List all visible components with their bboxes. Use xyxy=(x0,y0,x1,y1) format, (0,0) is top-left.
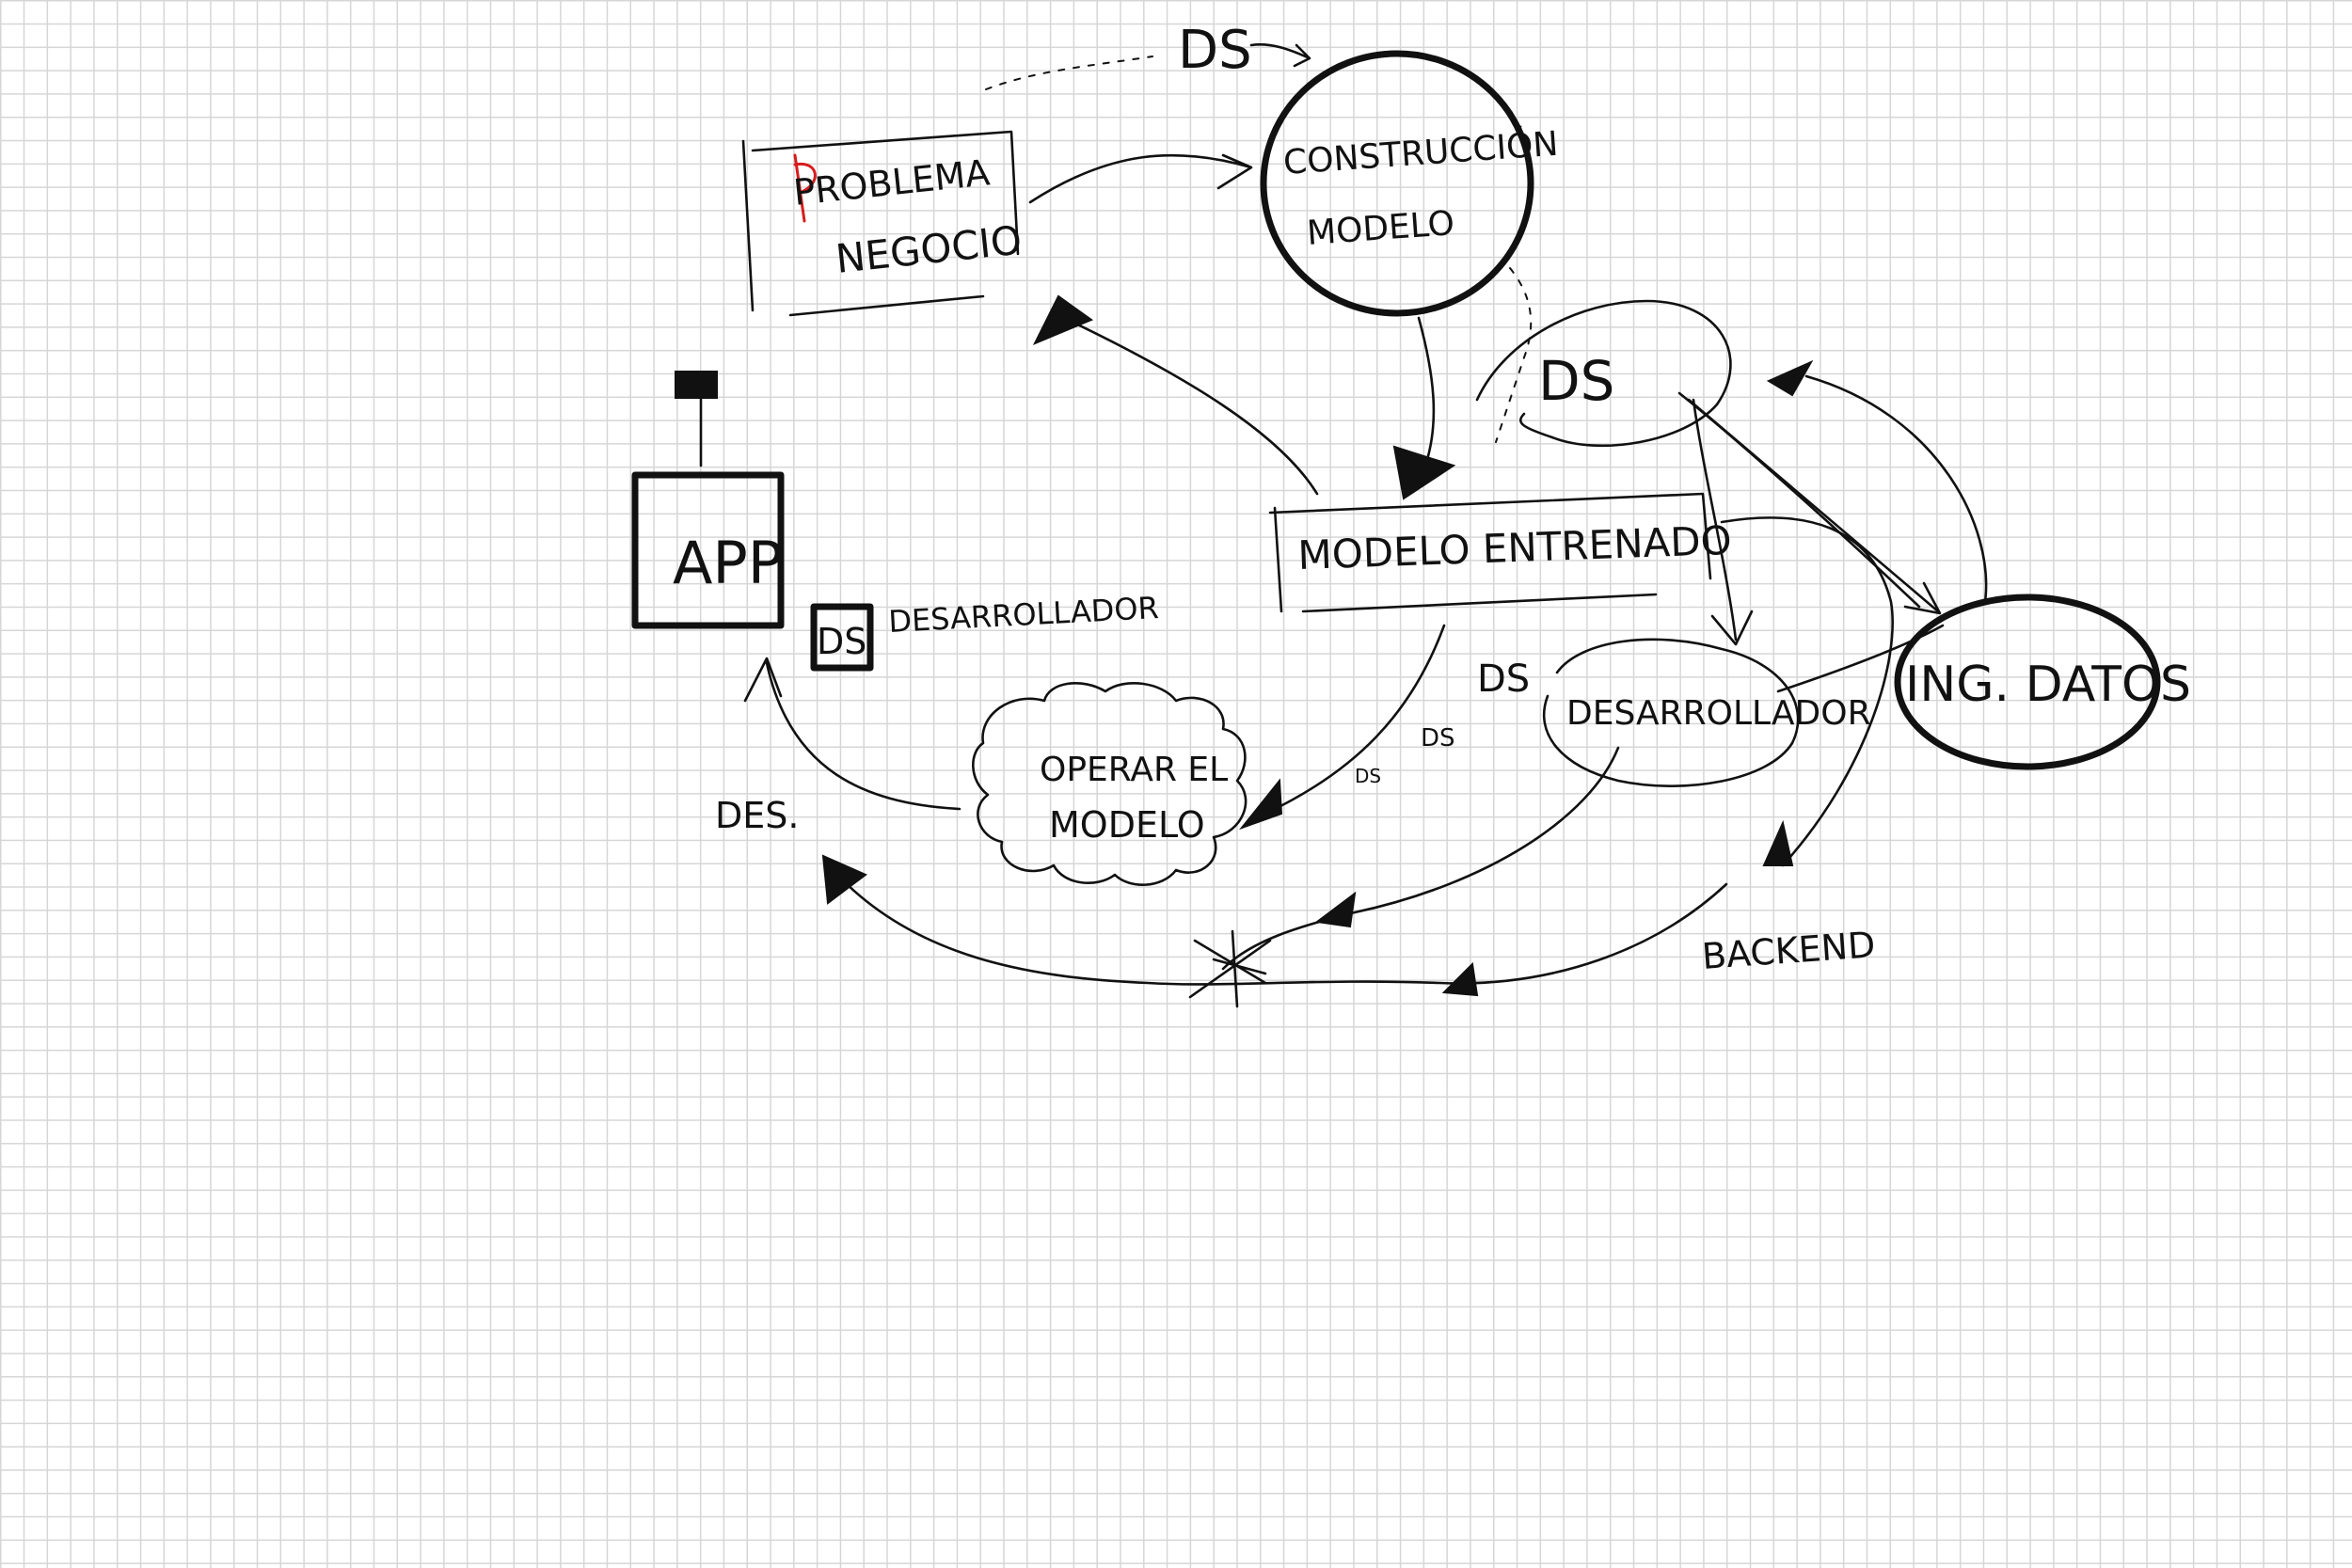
app-top-filled-square xyxy=(675,371,718,399)
arrow-operar-to-app xyxy=(743,657,961,811)
arrow-to-desarrollador xyxy=(1692,398,1754,646)
label-construccion: CONSTRUCCIÓN xyxy=(1282,124,1560,182)
red-correction-mark xyxy=(793,153,817,223)
arrowhead-desarrollador-cross xyxy=(1314,891,1357,928)
arrowhead-into-des xyxy=(821,854,867,905)
cross-mark xyxy=(1188,929,1272,1008)
arrowhead-into-problema xyxy=(1032,294,1094,345)
node-app: APP xyxy=(631,471,785,629)
label-ds-small-1: DS xyxy=(1477,657,1530,701)
arrow-construccion-to-modelo xyxy=(1417,316,1436,467)
node-operar-modelo: OPERAR EL MODELO xyxy=(972,681,1248,886)
arrow-ds-top xyxy=(1249,43,1311,68)
arrowhead-into-modelo xyxy=(1392,445,1456,500)
label-ds-box: DS xyxy=(817,621,866,662)
arrow-ing-datos-up xyxy=(1804,374,1988,604)
node-construccion-modelo: CONSTRUCCIÓN MODELO xyxy=(1260,50,1560,317)
node-ds-ellipse: DS xyxy=(1475,299,1732,448)
label-desarrollador: DESARROLLADOR xyxy=(1566,694,1871,733)
label-des: DES. xyxy=(715,795,799,836)
label-negocio: NEGOCIO xyxy=(834,216,1024,281)
arrow-backend-to-des xyxy=(840,878,1728,986)
node-desarrollador: DESARROLLADOR xyxy=(1542,638,1871,787)
label-desarrollador-app: DESARROLLADOR xyxy=(887,590,1159,640)
node-ing-datos: ING. DATOS xyxy=(1894,594,2191,770)
line-modelo-to-ing-datos xyxy=(1720,516,1894,867)
line-ds-to-ing-datos-2 xyxy=(1677,391,1921,609)
label-modelo-operar: MODELO xyxy=(1049,804,1205,846)
node-modelo-entrenado: MODELO ENTRENADO xyxy=(1268,492,1733,613)
arrowhead-upper-right xyxy=(1766,359,1814,397)
arrowhead-into-operar xyxy=(1239,778,1283,831)
label-problema: PROBLEMA xyxy=(791,151,992,214)
label-modelo-entrenado: MODELO ENTRENADO xyxy=(1297,517,1733,578)
label-ing-datos: ING. DATOS xyxy=(1905,657,2191,713)
label-app: APP xyxy=(673,529,783,597)
node-ds-desarrollador: DS DESARROLLADOR xyxy=(810,590,1160,672)
dashed-connector-top xyxy=(985,55,1153,90)
label-modelo-construccion: MODELO xyxy=(1306,204,1455,253)
arrowhead-ing-datos-to-backend xyxy=(1762,819,1794,866)
arrow-problema-to-construccion xyxy=(1028,153,1253,204)
arrow-modelo-to-operar xyxy=(1263,624,1446,816)
node-problema-negocio: PROBLEMA NEGOCIO xyxy=(741,130,1024,317)
label-ds-top: DS xyxy=(1178,20,1252,81)
dashed-connector-construccion-ds xyxy=(1495,267,1533,443)
label-operar: OPERAR EL xyxy=(1040,751,1228,789)
label-ds-ellipse: DS xyxy=(1538,349,1614,413)
label-ds-small-2: DS xyxy=(1421,724,1455,752)
arrowhead-backend-mid xyxy=(1441,961,1479,997)
label-ds-small-3: DS xyxy=(1355,765,1381,787)
arrow-desarrollador-to-cross xyxy=(1221,746,1620,971)
line-desarrollador-ing-datos xyxy=(1776,624,1945,693)
arrow-modelo-to-problema xyxy=(1066,318,1319,496)
label-backend: BACKEND xyxy=(1701,924,1877,977)
